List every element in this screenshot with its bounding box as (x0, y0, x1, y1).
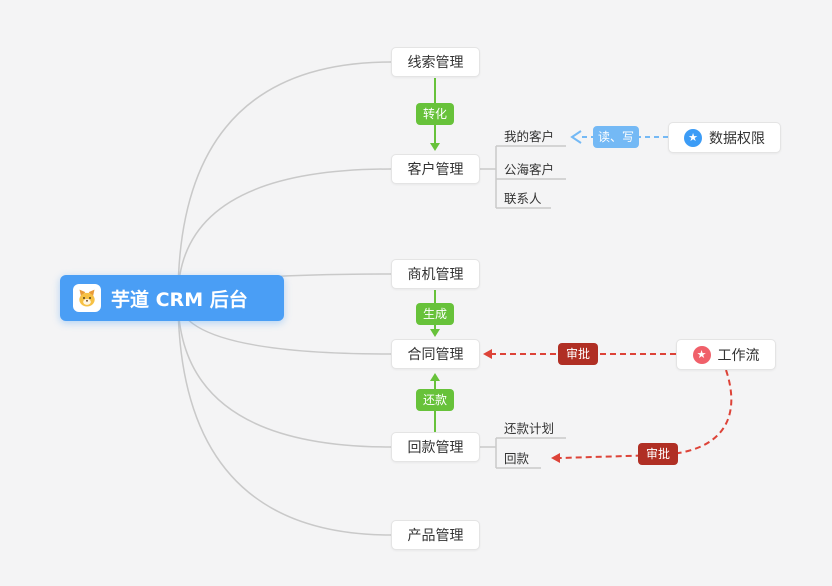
node-workflow[interactable]: ★ 工作流 (676, 339, 776, 370)
node-product-management[interactable]: 产品管理 (391, 520, 480, 550)
root-node[interactable]: 芋道 CRM 后台 (60, 275, 284, 321)
arrowhead-generate-down (430, 329, 440, 337)
node-receivable[interactable]: 回款 (504, 451, 530, 466)
edge-label-repay: 还款 (416, 389, 454, 411)
arrowhead-convert-down (430, 143, 440, 151)
node-contract-management[interactable]: 合同管理 (391, 339, 480, 369)
edge-root-to-receivable (177, 297, 392, 448)
arrowhead-data-permission-left (570, 130, 582, 144)
edge-label-generate: 生成 (416, 303, 454, 325)
arrowhead-workflow-contract (483, 349, 492, 359)
node-data-permission[interactable]: ★ 数据权限 (668, 122, 781, 153)
node-my-customers[interactable]: 我的客户 (504, 129, 555, 144)
node-contacts[interactable]: 联系人 (504, 191, 542, 206)
workflow-label: 工作流 (717, 347, 760, 364)
star-icon: ★ (684, 128, 702, 147)
edge-root-to-lead (177, 61, 392, 299)
node-lead-management[interactable]: 线索管理 (391, 47, 480, 77)
edge-label-convert: 转化 (416, 103, 454, 125)
edge-label-approve-receivable: 审批 (638, 443, 678, 465)
node-opportunity-management[interactable]: 商机管理 (391, 259, 480, 289)
node-customer-management[interactable]: 客户管理 (391, 154, 480, 184)
root-label: 芋道 CRM 后台 (111, 288, 248, 311)
edge-label-read-write: 读、写 (593, 126, 639, 148)
arrowhead-repay-up (430, 373, 440, 381)
star-icon: ★ (692, 345, 711, 364)
edge-label-approve-contract: 审批 (558, 343, 598, 365)
edge-root-to-product (177, 297, 392, 536)
edge-root-to-customer (177, 168, 392, 299)
node-receivable-management[interactable]: 回款管理 (391, 432, 480, 462)
data-permission-label: 数据权限 (709, 130, 765, 147)
arrowhead-workflow-receivable (551, 453, 560, 463)
node-repayment-plan[interactable]: 还款计划 (504, 421, 555, 436)
node-public-pool-customers[interactable]: 公海客户 (504, 162, 555, 177)
dog-icon (73, 284, 101, 312)
